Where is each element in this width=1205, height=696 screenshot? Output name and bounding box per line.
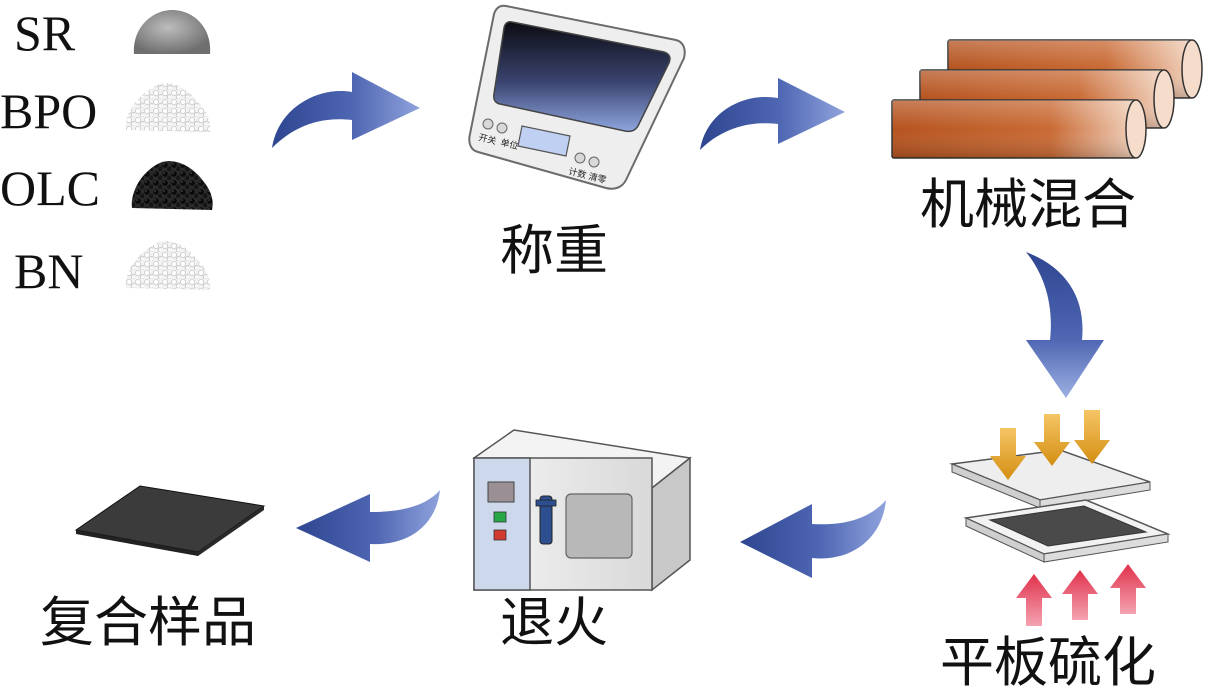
curved-arrow-left-icon xyxy=(296,490,440,562)
press-up-arrow-icon xyxy=(1016,574,1052,626)
white-powder-icon xyxy=(125,240,211,290)
press-up-arrow-icon xyxy=(1062,570,1098,620)
white-powder-icon xyxy=(125,82,211,132)
step-label-press: 平板硫化 xyxy=(940,631,1156,694)
curved-arrow-down-icon xyxy=(1026,252,1104,398)
material-label-bn: BN xyxy=(14,243,84,299)
material-label-sr: SR xyxy=(14,5,76,61)
press-down-arrow-icon xyxy=(1034,414,1070,466)
composite-sample-icon xyxy=(74,485,266,556)
step-label-weigh: 称重 xyxy=(500,219,608,282)
press-down-arrow-icon xyxy=(1074,410,1110,464)
material-label-bpo: BPO xyxy=(0,83,98,139)
material-label-olc: OLC xyxy=(0,160,100,216)
curved-arrow-right-icon xyxy=(700,78,845,150)
silicone-rubber-blob-icon xyxy=(133,10,211,54)
press-up-arrow-icon xyxy=(1110,564,1146,614)
mixing-rollers-icon xyxy=(891,39,1203,159)
annealing-oven-icon xyxy=(472,429,692,592)
step-label-product: 复合样品 xyxy=(40,591,256,654)
plate-press-icon xyxy=(949,449,1171,563)
electronic-scale-icon xyxy=(468,4,686,190)
black-powder-icon xyxy=(131,161,213,210)
curved-arrow-left-icon xyxy=(740,500,886,578)
curved-arrow-right-icon xyxy=(272,72,420,148)
step-label-anneal: 退火 xyxy=(500,591,608,654)
step-label-mix: 机械混合 xyxy=(920,173,1136,236)
press-down-arrow-icon xyxy=(990,428,1026,480)
